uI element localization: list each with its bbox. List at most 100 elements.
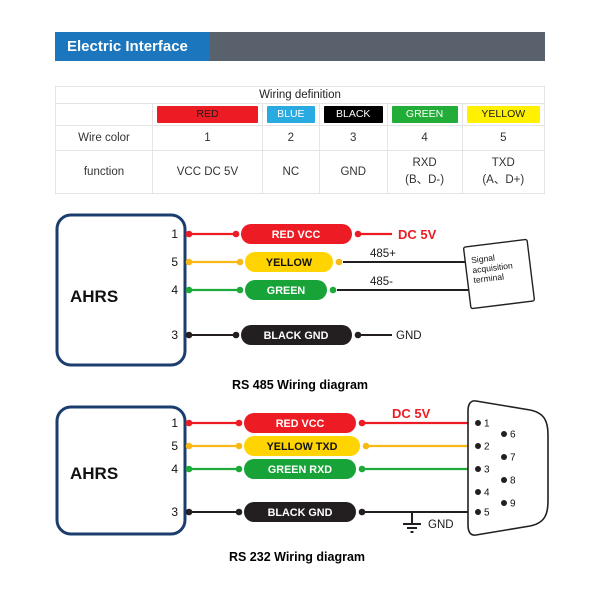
- ahrs-device-box: [55, 213, 187, 367]
- signal-terminal: Signal acquisition terminal: [462, 238, 536, 310]
- green-wire-pill: [245, 280, 327, 300]
- section-header: Electric Interface: [55, 32, 545, 61]
- function-text: TXD: [491, 157, 515, 170]
- pin-number: 5: [171, 255, 178, 269]
- wire-number-cell: 5: [461, 125, 546, 151]
- pin-number: 1: [171, 416, 178, 430]
- function-text: RXD: [412, 157, 437, 170]
- yellow-wire-pill: [245, 252, 333, 272]
- wire-junction-dot: [232, 331, 240, 339]
- yellow-wire-pill: [244, 436, 360, 456]
- label-485-minus: 485-: [370, 276, 393, 288]
- label-485-plus: 485+: [370, 248, 396, 260]
- green-wire-pill: [244, 459, 356, 479]
- db9-pin-number: 2: [484, 442, 490, 453]
- color-cell: YELLOW: [461, 103, 546, 126]
- device-label: AHRS: [70, 464, 118, 483]
- gnd-label: GND: [428, 519, 454, 531]
- signal-terminal-box: [462, 238, 536, 310]
- wire-number-row: Wire color 1 2 3 4 5: [55, 125, 546, 151]
- color-chip-green: GREEN: [391, 106, 458, 123]
- table-caption-row: Wiring definition: [55, 86, 545, 104]
- function-row: function VCC DC 5V NC GND RXD (B、D-) TXD…: [55, 150, 546, 194]
- wire-junction-dot: [185, 465, 193, 473]
- db9-pin-dot: [475, 420, 481, 426]
- function-cell: RXD (B、D-): [386, 150, 463, 194]
- function-cell: TXD (A、D+): [461, 150, 546, 194]
- color-chip-red: RED: [157, 106, 258, 123]
- wire-junction-dot: [185, 442, 193, 450]
- terminal-text-line: terminal: [473, 271, 505, 285]
- db9-pin-dot: [475, 466, 481, 472]
- color-cell: BLUE: [261, 103, 320, 126]
- wire-junction-dot: [235, 419, 243, 427]
- wire-number-cell: 3: [318, 125, 388, 151]
- red-wire-pill: [244, 413, 356, 433]
- rs232-caption: RS 232 Wiring diagram: [229, 550, 365, 564]
- rs232-diagram: AHRS 1 5 4 3 RED VCC DC 5V YELLOW TXD GR…: [55, 400, 549, 564]
- db9-pin-number: 9: [510, 499, 516, 510]
- wire-junction-dot: [335, 258, 343, 266]
- wire-junction-dot: [185, 258, 193, 266]
- terminal-text-line: Signal: [471, 252, 496, 265]
- black-wire-pill: [244, 502, 356, 522]
- db9-pin-dot: [475, 509, 481, 515]
- wire-junction-dot: [185, 419, 193, 427]
- table-caption: Wiring definition: [55, 86, 545, 104]
- function-cell: VCC DC 5V: [152, 150, 263, 194]
- color-cell: BLACK: [318, 103, 388, 126]
- db9-connector: 1 2 3 4 5 6 7 8 9: [467, 400, 549, 536]
- db9-pin-dot: [475, 443, 481, 449]
- row-label-wire-color: Wire color: [55, 125, 153, 151]
- wire-junction-dot: [235, 508, 243, 516]
- green-wire-label: GREEN RXD: [268, 464, 332, 476]
- function-subtext: (B、D-): [405, 174, 445, 186]
- dc5v-label: DC 5V: [392, 406, 431, 421]
- color-cell: RED: [152, 103, 263, 126]
- function-cell: GND: [318, 150, 388, 194]
- gnd-label: GND: [396, 330, 422, 342]
- color-cell: GREEN: [386, 103, 463, 126]
- header-bar-extension: [209, 32, 545, 61]
- wire-junction-dot: [185, 286, 193, 294]
- db9-shell: [467, 400, 549, 536]
- pin-number: 1: [171, 227, 178, 241]
- color-chip-blue: BLUE: [266, 106, 315, 123]
- yellow-wire-label: YELLOW: [266, 257, 313, 269]
- color-chip-black: BLACK: [323, 106, 383, 123]
- wire-junction-dot: [358, 465, 366, 473]
- wire-number-cell: 4: [386, 125, 463, 151]
- db9-pin-number: 4: [484, 488, 490, 499]
- pin-number: 5: [171, 439, 178, 453]
- wire-junction-dot: [232, 230, 240, 238]
- pin-number: 4: [171, 462, 178, 476]
- wire-junction-dot: [236, 286, 244, 294]
- section-title: Electric Interface: [55, 32, 210, 61]
- pin-number: 4: [171, 283, 178, 297]
- db9-pin-number: 5: [484, 508, 490, 519]
- red-wire-label: RED VCC: [272, 229, 321, 241]
- wire-number-cell: 2: [261, 125, 320, 151]
- db9-pin-dot: [501, 431, 507, 437]
- wire-junction-dot: [358, 419, 366, 427]
- db9-pin-number: 3: [484, 465, 490, 476]
- color-header-row: RED BLUE BLACK GREEN YELLOW: [55, 103, 546, 126]
- color-chip-yellow: YELLOW: [466, 106, 540, 123]
- wire-junction-dot: [329, 286, 337, 294]
- db9-pin-number: 6: [510, 430, 516, 441]
- green-wire-label: GREEN: [267, 285, 306, 297]
- db9-pin-number: 7: [510, 453, 516, 464]
- wire-junction-dot: [354, 230, 362, 238]
- wiring-table: Wiring definition RED BLUE BLACK GREEN Y…: [55, 86, 546, 194]
- wire-junction-dot: [354, 331, 362, 339]
- empty-label-cell: [55, 103, 153, 126]
- wire-junction-dot: [185, 508, 193, 516]
- dc5v-label: DC 5V: [398, 227, 437, 242]
- red-wire-pill: [241, 224, 352, 244]
- db9-pin-dot: [475, 489, 481, 495]
- db9-pin-number: 8: [510, 476, 516, 487]
- yellow-wire-label: YELLOW TXD: [267, 441, 338, 453]
- db9-pin-dot: [501, 500, 507, 506]
- db9-pin-dot: [501, 454, 507, 460]
